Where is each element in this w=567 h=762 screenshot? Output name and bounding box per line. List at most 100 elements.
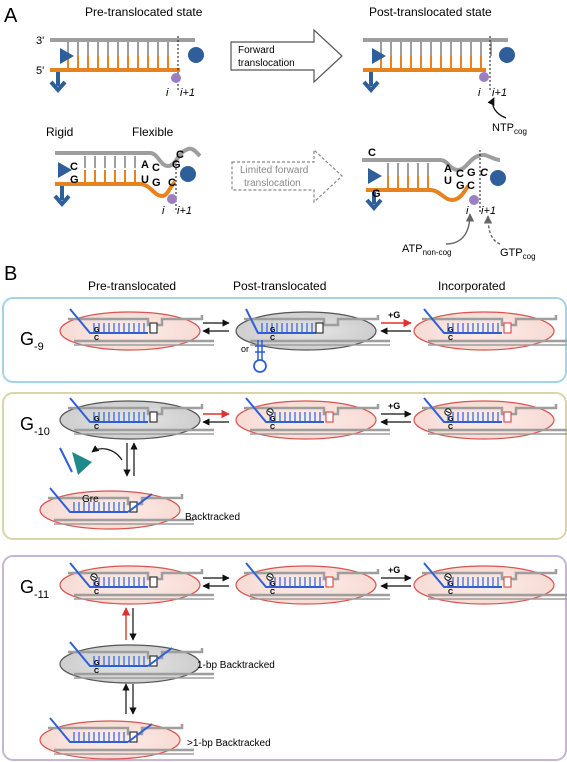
base-g-label: G — [448, 416, 454, 423]
base-g-label: G — [448, 327, 454, 334]
g11-box — [2, 555, 567, 761]
base-letter: C — [368, 147, 376, 159]
active-site-dot — [479, 72, 489, 82]
base-g-label: G — [94, 327, 100, 334]
pos-i1-label: i+1 — [481, 205, 496, 217]
base-letter: C — [480, 167, 489, 179]
hairpin-loop-icon — [253, 359, 267, 373]
g10-label: G-10 — [20, 414, 50, 438]
triangle-marker-icon — [58, 162, 72, 178]
base-letter: A — [141, 159, 149, 171]
base-letter: C — [168, 177, 176, 189]
col-pre-header: Pre-translocated — [88, 279, 176, 293]
polymerase-circle-icon — [180, 166, 196, 182]
plus-g-label: +G — [388, 565, 400, 575]
base-letter: G — [70, 174, 79, 186]
bt1-label: 1-bp Backtracked — [197, 660, 275, 671]
pos-i-label: i — [478, 87, 481, 99]
post-translocated-title: Post-translocated state — [369, 5, 492, 19]
pre-translocated-title: Pre-translocated state — [85, 5, 203, 19]
atp-arrow — [445, 213, 475, 245]
or-label: or — [241, 344, 249, 354]
base-g-label: G — [94, 581, 100, 588]
down-arrow-icon — [362, 72, 380, 94]
base-c-label: C — [94, 668, 99, 675]
base-letter: G — [372, 188, 381, 200]
triangle-marker-icon — [60, 48, 74, 64]
pos-i-label: i — [162, 205, 165, 217]
g11-bt-more-complex — [39, 717, 194, 760]
panel-b-letter: B — [4, 263, 17, 285]
pre-state-complex: 3' 5' i i+1 — [36, 35, 204, 99]
rigid-label: Rigid — [46, 125, 73, 139]
pos-i1-label: i+1 — [492, 87, 507, 99]
gtp-label: GTPcog — [500, 247, 536, 261]
base-letter: G — [467, 167, 476, 179]
base-g-label: G — [270, 416, 276, 423]
pos-i-label: i — [166, 87, 169, 99]
base-c-label: C — [94, 335, 99, 342]
g9-post-complex: GC — [235, 308, 390, 351]
g10-inc-complex: GC — [413, 397, 567, 440]
base-c-label: C — [448, 335, 453, 342]
gre-factor-icon — [59, 447, 92, 475]
post-state-complex: i i+1 NTPcog — [362, 36, 527, 136]
base-letter: U — [444, 175, 452, 187]
panel-a-letter: A — [4, 5, 18, 27]
base-g-label: G — [94, 660, 100, 667]
g11-post-complex: GC — [235, 562, 390, 605]
bt-more-label: >1-bp Backtracked — [187, 738, 271, 749]
backtracked-label: Backtracked — [185, 512, 240, 523]
base-letter: U — [141, 174, 149, 186]
forward-line1: Forward — [238, 45, 275, 56]
triangle-marker-icon — [372, 48, 386, 64]
five-prime-label: 5' — [36, 65, 44, 77]
g11-pre-complex: GC — [59, 562, 214, 605]
polymerase-circle-icon — [499, 47, 515, 63]
active-site-dot — [171, 73, 181, 83]
g10-post-complex: GC — [235, 397, 390, 440]
base-c-label: C — [270, 424, 275, 431]
base-c-label: C — [94, 424, 99, 431]
base-letter: C — [70, 161, 78, 173]
forward-line2: translocation — [238, 58, 295, 69]
base-letter: G — [152, 177, 161, 189]
g11-inc-complex: GC — [413, 562, 567, 605]
col-post-header: Post-translocated — [233, 279, 326, 293]
three-prime-label: 3' — [36, 35, 44, 47]
active-site-dot — [167, 194, 177, 204]
down-arrow-icon — [49, 72, 67, 94]
active-site-dot — [469, 195, 479, 205]
base-c-label: C — [270, 589, 275, 596]
gre-label: Gre — [82, 494, 99, 505]
pos-i-label: i — [466, 205, 469, 217]
base-g-label: G — [94, 416, 100, 423]
base-g-label: G — [270, 581, 276, 588]
down-arrow-icon — [53, 186, 71, 208]
hairpin-stem — [255, 340, 265, 360]
base-letter: C — [456, 168, 464, 180]
dna-ticks — [67, 42, 169, 56]
g10-pre-complex: GC — [59, 397, 214, 440]
pos-i1-label: i+1 — [177, 205, 192, 217]
forward-translocation-arrow: Forward translocation — [230, 28, 343, 84]
limited-post-complex: C G A C G U G C C i i+1 ATPnon-cog GTPco… — [362, 147, 536, 261]
limited-translocation-arrow: Limited forward translocation — [231, 148, 343, 204]
base-letter: A — [444, 163, 452, 175]
g11-label: G-11 — [20, 577, 49, 601]
polymerase-circle-icon — [188, 47, 204, 63]
equilibrium-arrows: +G +G +G — [91, 310, 412, 715]
limited-line1: Limited forward — [240, 165, 308, 176]
col-inc-header: Incorporated — [438, 279, 505, 293]
down-arrow-icon — [365, 192, 383, 212]
base-letter: C — [467, 180, 475, 192]
gtp-arrow — [483, 215, 501, 245]
base-letter: C — [176, 149, 184, 161]
g10-backtracked-complex — [39, 487, 194, 530]
g9-inc-complex: GC — [413, 308, 567, 351]
base-letter: G — [456, 180, 465, 192]
base-c-label: C — [94, 589, 99, 596]
g9-label: G-9 — [20, 329, 44, 353]
rna-ticks — [67, 56, 169, 68]
